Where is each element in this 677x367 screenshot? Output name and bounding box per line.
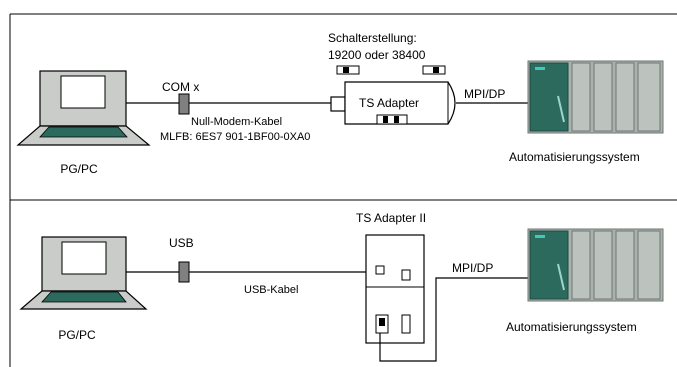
top-system-label: Automatisierungssystem	[509, 150, 640, 164]
switch-icon-38400	[422, 65, 446, 75]
bottom-ts-adapter-ii	[365, 234, 425, 344]
bottom-bus-label: MPI/DP	[452, 261, 493, 275]
usb-connector	[178, 261, 190, 283]
top-order-number: MLFB: 6ES7 901-1BF00-0XA0	[160, 131, 310, 143]
top-switch-values: 19200 oder 38400	[328, 48, 426, 62]
top-port-label: COM x	[162, 80, 199, 94]
plc-module	[593, 230, 613, 300]
laptop-keyboard	[41, 291, 127, 303]
bottom-adapter-label: TS Adapter II	[356, 211, 426, 225]
port-icon	[401, 314, 411, 334]
bottom-cable-label: USB-Kabel	[244, 284, 298, 296]
plc-module	[637, 62, 661, 132]
plc-module	[615, 62, 635, 132]
plc-module	[637, 230, 661, 300]
plc-cpu-module	[529, 62, 569, 132]
top-plc-rack	[527, 60, 664, 134]
bottom-pc	[19, 236, 148, 310]
bottom-system-label: Automatisierungssystem	[506, 320, 637, 334]
plc-led	[535, 67, 545, 70]
laptop-screen	[61, 241, 107, 275]
bottom-pc-label: PG/PC	[58, 328, 96, 342]
top-bus-label: MPI/DP	[464, 87, 505, 101]
plc-module	[571, 230, 591, 300]
top-pc-label: PG/PC	[60, 162, 98, 176]
bottom-port-label: USB	[169, 236, 194, 250]
port-icon	[401, 269, 411, 281]
top-pc	[16, 70, 151, 146]
laptop-keyboard	[39, 126, 128, 138]
usb-port-icon	[375, 265, 385, 275]
top-cable-label: Null-Modem-Kabel	[191, 116, 282, 128]
plc-cpu-module	[529, 230, 569, 300]
laptop-screen	[60, 75, 106, 109]
top-switch-caption: Schalterstellung:	[328, 31, 417, 45]
top-adapter-label: TS Adapter	[359, 96, 419, 110]
plc-module	[593, 62, 613, 132]
plc-module	[571, 62, 591, 132]
bottom-plc-rack	[527, 228, 664, 302]
top-ts-adapter	[330, 81, 456, 125]
adapter-switch-icon	[376, 114, 408, 125]
top-com-connector	[178, 93, 190, 115]
plc-module	[615, 230, 635, 300]
switch-icon-19200	[336, 65, 360, 75]
bottom-mpi-cable	[379, 277, 528, 362]
plc-led	[535, 235, 545, 238]
